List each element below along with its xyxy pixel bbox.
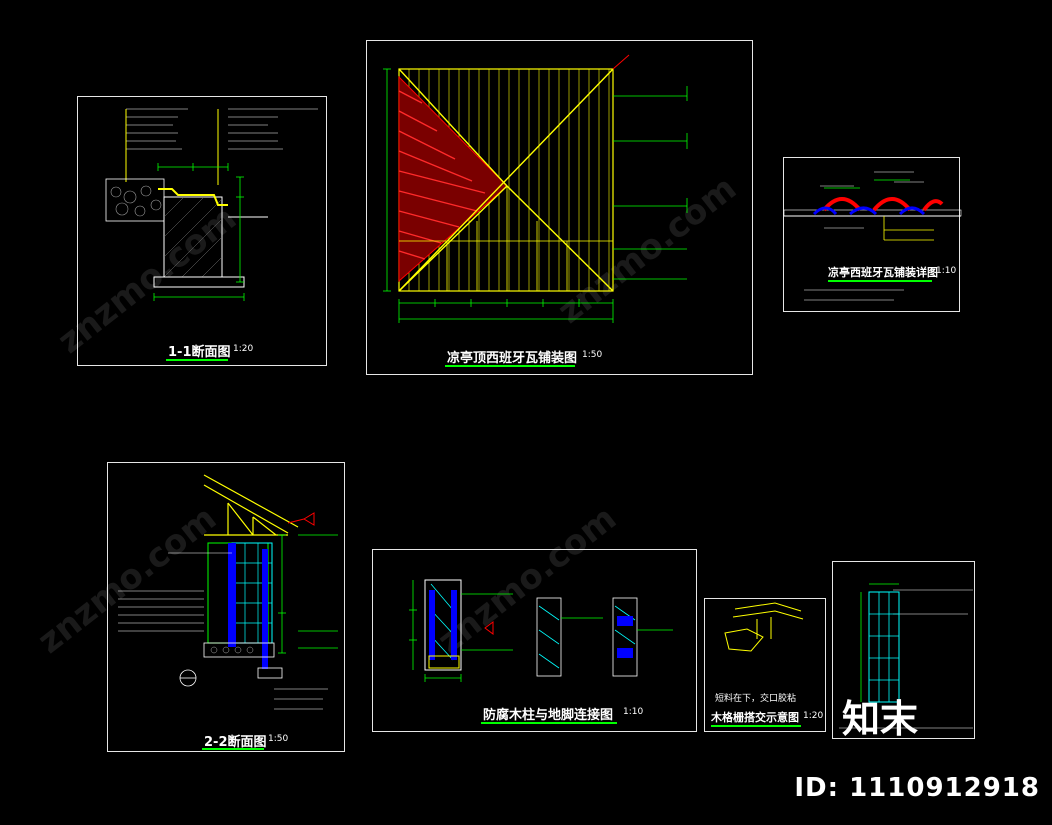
tile-roof-plan-graphic bbox=[383, 54, 688, 323]
drawing-column-connection: 防腐木柱与地脚连接图 1:10 bbox=[372, 549, 697, 732]
column-connection-underline bbox=[481, 722, 617, 724]
section-1-1-underline bbox=[166, 359, 228, 361]
section-2-2-title: 2-2断面图 bbox=[204, 735, 267, 750]
section-1-1-scale: 1:20 bbox=[233, 344, 254, 354]
tile-roof-plan-scale: 1:50 bbox=[582, 350, 603, 360]
tile-detail-scale: 1:10 bbox=[936, 266, 957, 276]
drawing-lattice-detail: 短料在下，交口胶粘 木格栅搭交示意图 1:20 bbox=[704, 598, 826, 732]
section-2-2-scale: 1:50 bbox=[268, 734, 289, 744]
watermark-logo: 知末 bbox=[842, 697, 919, 741]
tile-detail-title: 凉亭西班牙瓦铺装详图 bbox=[828, 266, 938, 279]
tile-roof-plan-underline bbox=[445, 365, 575, 367]
tile-roof-plan-title: 凉亭顶西班牙瓦铺装图 bbox=[447, 351, 578, 366]
column-connection-graphic bbox=[409, 579, 673, 682]
lattice-elevation-graphic bbox=[839, 583, 973, 729]
tile-detail-graphic bbox=[783, 171, 962, 301]
lattice-detail-scale: 1:20 bbox=[803, 711, 824, 721]
drawing-tile-detail: 凉亭西班牙瓦铺装详图 1:10 bbox=[783, 157, 962, 312]
section-2-2-graphic bbox=[118, 474, 338, 710]
drawing-section-1-1: 1-1断面图 1:20 bbox=[77, 96, 327, 366]
lattice-detail-underline bbox=[711, 725, 801, 727]
section-1-1-title: 1-1断面图 bbox=[168, 345, 231, 360]
section-1-1-graphic bbox=[105, 108, 318, 301]
drawing-lattice-elevation bbox=[832, 561, 975, 739]
section-2-2-underline bbox=[202, 748, 264, 750]
watermark-id: ID: 1110912918 bbox=[794, 773, 1040, 803]
tile-detail-underline bbox=[828, 280, 932, 282]
drawing-section-2-2: 2-2断面图 1:50 bbox=[107, 462, 345, 752]
lattice-detail-note: 短料在下，交口胶粘 bbox=[715, 694, 797, 704]
lattice-detail-graphic bbox=[724, 602, 804, 652]
column-connection-title: 防腐木柱与地脚连接图 bbox=[483, 708, 614, 723]
drawing-tile-roof-plan: 凉亭顶西班牙瓦铺装图 1:50 bbox=[366, 40, 753, 375]
lattice-detail-title: 木格栅搭交示意图 bbox=[711, 711, 799, 724]
column-connection-scale: 1:10 bbox=[623, 707, 644, 717]
